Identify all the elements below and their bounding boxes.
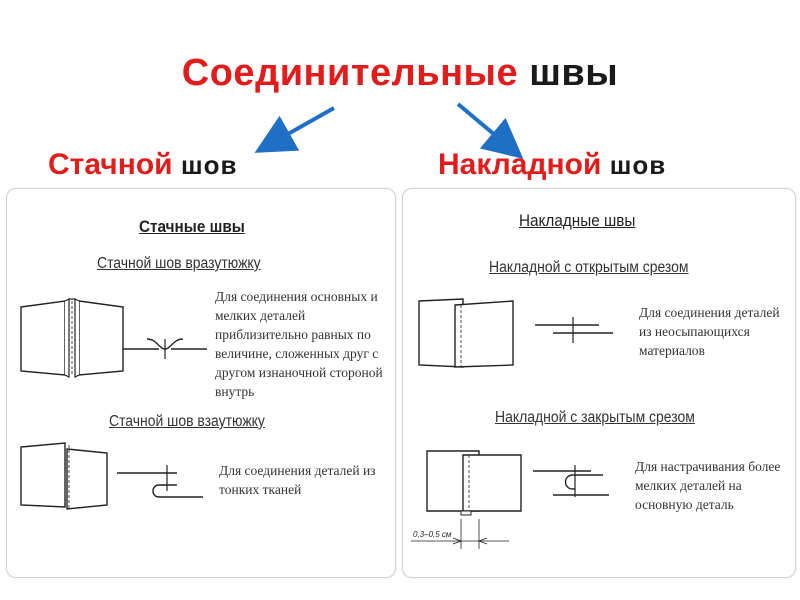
seam3-description: Для соединения деталей из неосыпающихся … <box>639 305 780 358</box>
right-heading: Накладной шов <box>438 148 666 182</box>
seam4-description: Для настрачивания более мелких деталей н… <box>635 459 781 512</box>
right-heading-black: шов <box>609 150 667 180</box>
right-panel: Накладные швы Накладной с открытым срезо… <box>402 188 796 578</box>
left-heading-black: шов <box>180 150 238 180</box>
right-panel-title: Накладные швы <box>519 211 636 230</box>
seam1-description: Для соединения основных и мелких деталей… <box>215 289 383 399</box>
seam4-title: Накладной с закрытым срезом <box>495 409 695 426</box>
seam2-title: Стачной шов взаутюжку <box>109 413 265 430</box>
arrow-right <box>456 102 524 159</box>
right-heading-red: Накладной <box>438 148 602 181</box>
seam1-title: Стачной шов вразутюжку <box>97 255 261 272</box>
arrow-left <box>254 106 335 153</box>
seam3-figure: 0,3–0,5 см <box>411 298 613 549</box>
left-heading-red: Стачной <box>48 148 173 181</box>
left-panel: Стачные швы Стачной шов вразутюжку Для с… <box>6 188 396 578</box>
main-title-red: Соединительные <box>181 52 519 94</box>
main-title-black: швы <box>529 52 619 94</box>
seam2-description: Для соединения деталей из тонких тканей <box>219 463 376 497</box>
left-heading: Стачной шов <box>48 148 238 182</box>
seam1-figure <box>20 298 207 510</box>
dimension-label: 0,3–0,5 см <box>413 530 452 539</box>
seam3-title: Накладной с открытым срезом <box>489 259 689 276</box>
branch-arrows <box>254 102 524 159</box>
main-title: Соединительные швы <box>0 52 800 95</box>
left-panel-title: Стачные швы <box>139 217 245 236</box>
